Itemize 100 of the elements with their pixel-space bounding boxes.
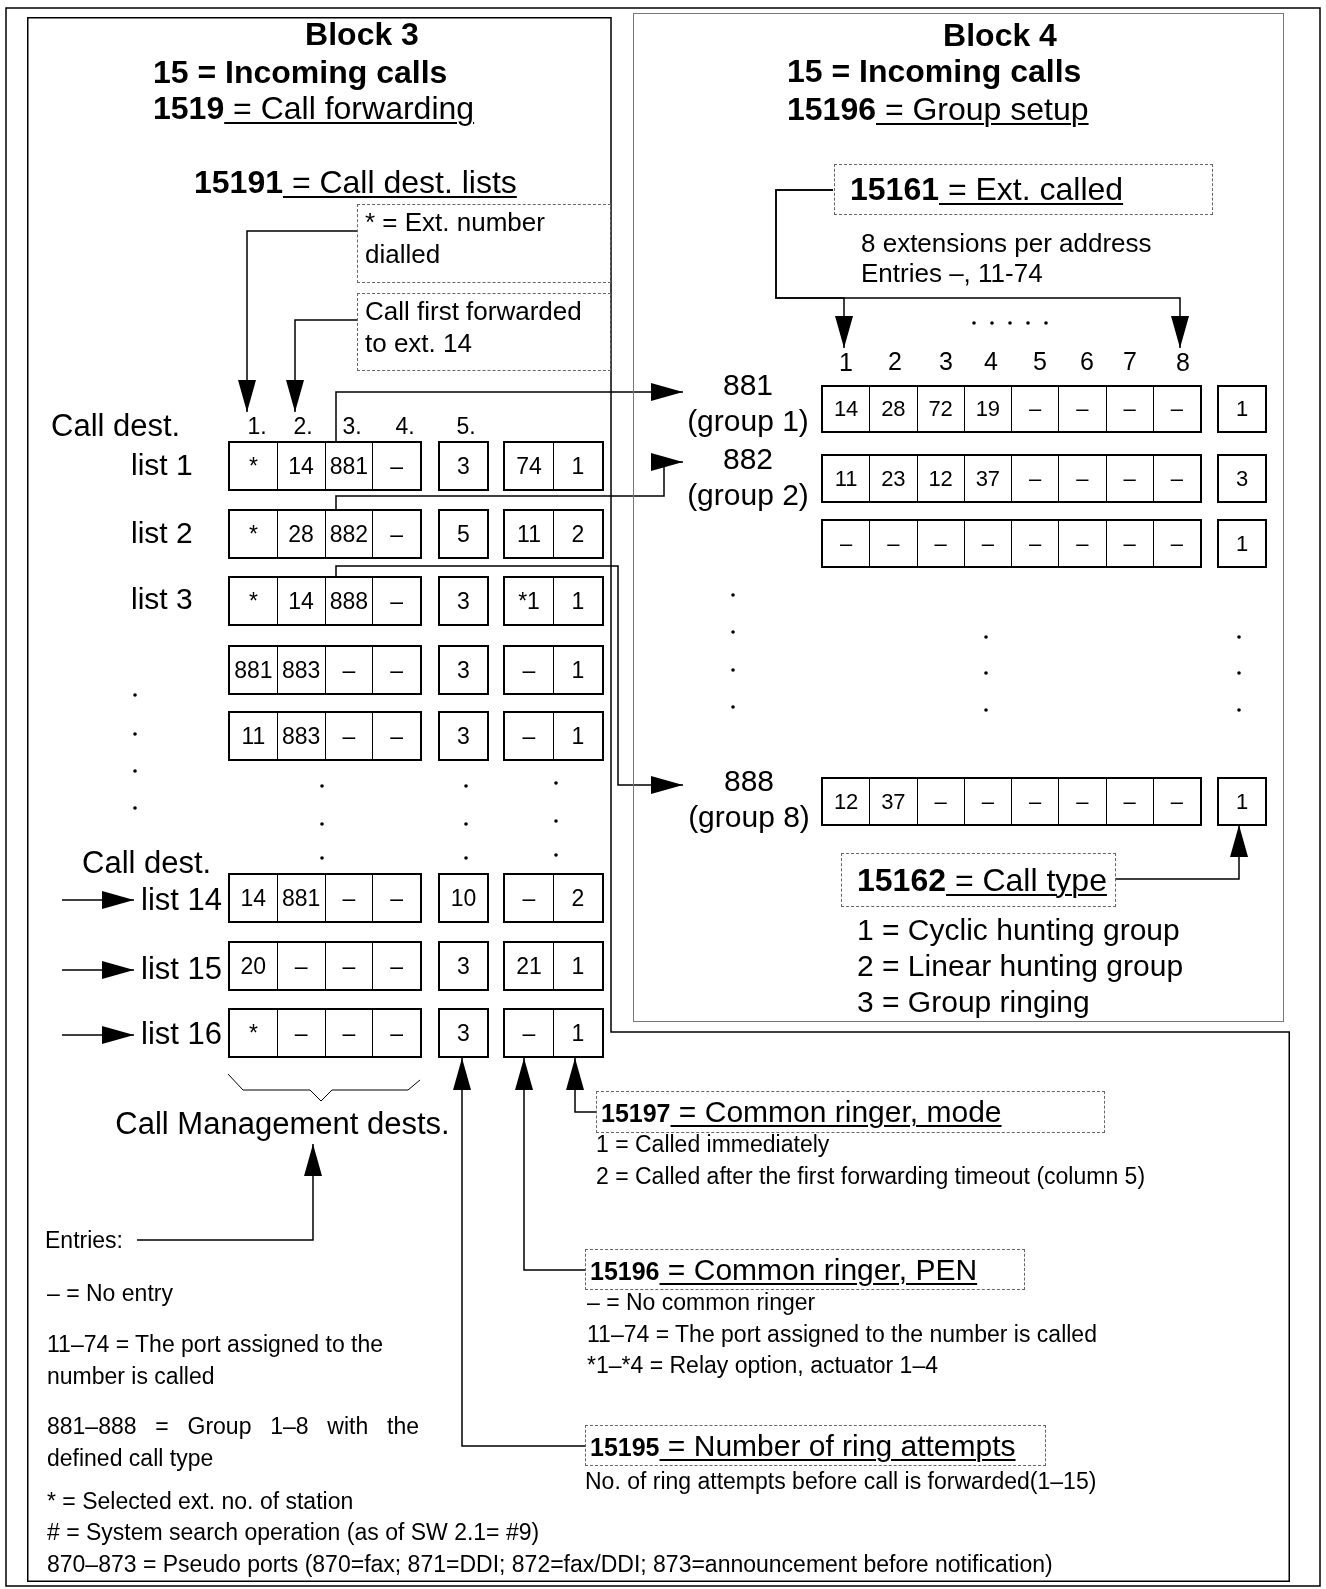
table-cell-text: 3	[456, 451, 471, 481]
note-heading: Entries:	[45, 1226, 137, 1254]
note-text: 870–873 = Pseudo ports (870=fax; 871=DDI; 872=fax/DDI; 873=announcement before notification)	[47, 1550, 1053, 1579]
table-cell: –	[1105, 521, 1153, 566]
callout-box	[357, 293, 611, 371]
table-row-segment	[438, 1008, 489, 1058]
table-cell: –	[324, 875, 373, 921]
callout-note: 1 = Called immediately	[596, 1130, 830, 1160]
table-cell: –	[1152, 387, 1200, 431]
callout-box	[357, 204, 611, 283]
table-cell: –	[1152, 521, 1200, 566]
table-cell-text: 21	[515, 951, 543, 981]
table-cell: –	[372, 511, 420, 557]
table-cell: –	[324, 647, 373, 693]
callout-text: * = Ext. number dialled	[364, 206, 546, 270]
arrow	[61, 891, 135, 909]
table-cell: 23	[869, 456, 917, 501]
callout-note: No. of ring attempts before call is forwarded(1–15)	[585, 1467, 1097, 1497]
group-number: 881	[721, 367, 775, 403]
table-cell-text: 3	[456, 1018, 471, 1048]
table-row-segment	[503, 645, 604, 695]
table-cell-text: *	[247, 586, 259, 616]
table-cell: 1	[553, 647, 602, 693]
arrow	[1114, 824, 1248, 880]
panel-heading: 15196 = Group setup	[787, 90, 1089, 128]
arrow	[335, 565, 684, 794]
table-cell-text: 10	[449, 883, 478, 913]
callout-box	[841, 853, 1116, 907]
table-row-segment	[1217, 519, 1267, 568]
panel-heading: Block 4	[942, 16, 1058, 54]
callout-note: – = No common ringer	[587, 1288, 816, 1318]
column-number: 5	[1032, 345, 1048, 377]
table-row-segment	[503, 441, 604, 491]
table-row-segment	[228, 645, 422, 695]
table-cell: 14	[276, 578, 325, 624]
table-cell: –	[372, 713, 420, 759]
table-cell: –	[1105, 387, 1153, 431]
table-cell: 28	[869, 387, 917, 431]
table-cell-text: –	[521, 883, 537, 913]
table-cell: –	[1152, 456, 1200, 501]
row-label: list 3	[131, 580, 193, 617]
table-cell: –	[324, 1010, 373, 1056]
column-number: 2.	[286, 412, 320, 440]
group-number: (group 2)	[686, 477, 810, 513]
table-cell: 28	[276, 511, 325, 557]
table-row-segment	[1217, 385, 1267, 433]
row-label: list 16	[134, 1016, 222, 1052]
arrow	[61, 961, 135, 979]
table-cell: 1	[553, 943, 602, 989]
arrow	[775, 189, 1189, 349]
table-row-segment	[228, 873, 422, 923]
table-cell: 72	[916, 387, 964, 431]
table-cell-text: 881	[233, 655, 274, 685]
table-cell: –	[372, 875, 420, 921]
table-cell: –	[372, 647, 420, 693]
column-number: 5.	[455, 412, 477, 441]
table-cell: –	[1152, 779, 1200, 824]
panel-heading: 15 = Incoming calls	[787, 52, 1082, 90]
table-cell: –	[916, 521, 964, 566]
panel	[633, 13, 1284, 1022]
table-cell: 1	[553, 443, 602, 489]
table-cell-text: 11	[833, 464, 859, 493]
table-cell: 882	[324, 511, 373, 557]
table-row-segment	[438, 576, 489, 626]
arrow	[566, 1057, 597, 1113]
column-number: 4.	[394, 412, 416, 441]
callout-note: 11–74 = The port assigned to the number is called	[587, 1320, 1097, 1350]
callout-title: 15161 = Ext. called	[849, 171, 1124, 208]
callout-box	[834, 164, 1213, 215]
table-row-segment	[821, 385, 1202, 433]
arrow	[335, 453, 684, 510]
table-cell: –	[276, 1010, 325, 1056]
table-cell: –	[324, 713, 373, 759]
table-row-segment	[503, 509, 604, 559]
table-cell-text: 3	[1234, 464, 1250, 493]
callout-box	[585, 1425, 1046, 1466]
table-cell-text: 14	[832, 395, 860, 423]
table-row-segment	[503, 1008, 604, 1058]
callout-note: *1–*4 = Relay option, actuator 1–4	[587, 1351, 938, 1381]
row-label: list 2	[131, 514, 193, 551]
table-row-segment	[821, 777, 1202, 826]
column-number: 8	[1171, 349, 1195, 375]
row-label: list 14	[134, 882, 222, 918]
table-row-segment	[228, 941, 422, 991]
table-row-segment	[821, 454, 1202, 503]
table-cell: –	[1058, 521, 1106, 566]
table-row-segment	[821, 519, 1202, 568]
table-row-segment	[503, 873, 604, 923]
table-row-segment	[228, 1008, 422, 1058]
table-row-segment	[228, 576, 422, 626]
table-cell-text: 3	[456, 721, 471, 751]
table-cell: 1	[553, 713, 602, 759]
table-cell: 881	[276, 875, 325, 921]
table-cell-text: *1	[517, 586, 541, 616]
table-cell: –	[276, 943, 325, 989]
table-cell-text: *	[247, 519, 259, 549]
table-cell: –	[916, 779, 964, 824]
table-cell: –	[1011, 387, 1059, 431]
column-number: 3.	[341, 412, 363, 441]
table-cell: 883	[276, 713, 325, 759]
